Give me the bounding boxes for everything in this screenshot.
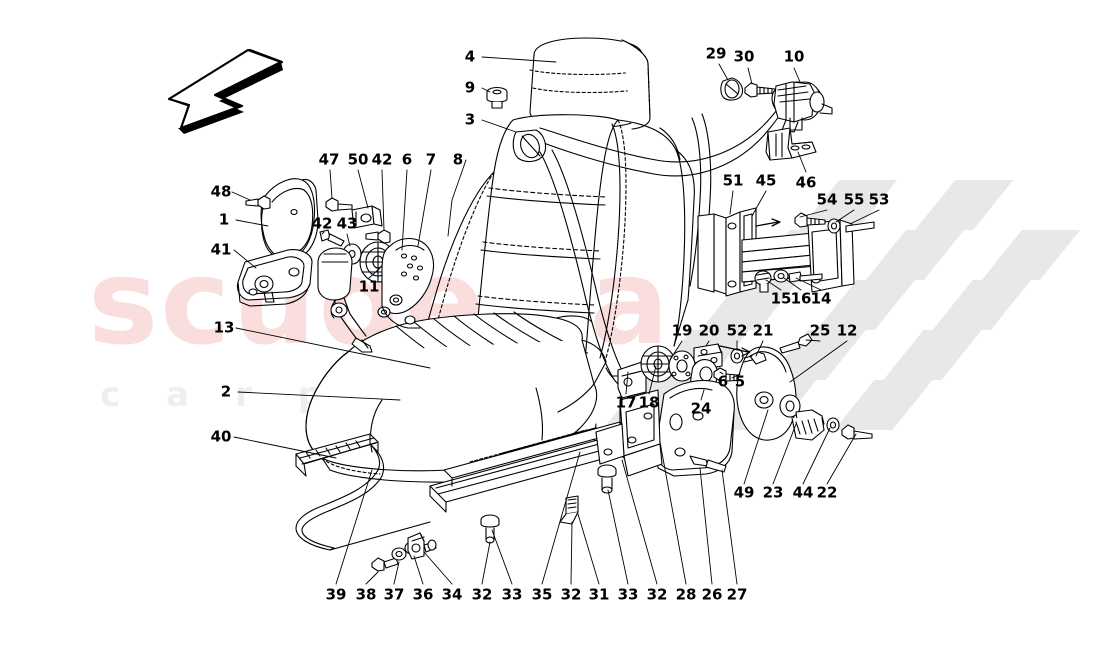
callout-number: 40 bbox=[210, 427, 232, 446]
callout-number: 22 bbox=[816, 483, 838, 502]
rail-fastener-16 bbox=[774, 270, 788, 282]
recliner-hinge-plate-41 bbox=[237, 250, 312, 306]
nut-32-b bbox=[598, 465, 616, 493]
callout-number: 5 bbox=[734, 372, 746, 391]
callout-number: 47 bbox=[318, 150, 340, 169]
rail-fastener-15 bbox=[755, 271, 771, 292]
belt-retractor-10 bbox=[772, 82, 832, 132]
callout-number: 15 bbox=[770, 289, 792, 308]
seat-mounting-plate bbox=[596, 381, 734, 477]
washer-37 bbox=[392, 548, 406, 560]
callout-number: 6 bbox=[401, 150, 413, 169]
seat-runner-assembly bbox=[296, 422, 628, 550]
callout-number: 35 bbox=[531, 585, 553, 604]
callout-number: 26 bbox=[701, 585, 723, 604]
callout-number: 25 bbox=[809, 321, 831, 340]
callout-number: 32 bbox=[471, 585, 493, 604]
callout-number: 2 bbox=[220, 382, 232, 401]
callout-number: 33 bbox=[501, 585, 523, 604]
callout-number: 9 bbox=[464, 78, 476, 97]
screw-25 bbox=[780, 334, 812, 353]
callout-number: 10 bbox=[783, 47, 805, 66]
callout-number: 42 bbox=[371, 150, 393, 169]
callout-number: 32 bbox=[560, 585, 582, 604]
callout-number: 38 bbox=[355, 585, 377, 604]
callout-number: 11 bbox=[358, 277, 380, 296]
bolt-31 bbox=[560, 496, 578, 524]
callout-number: 18 bbox=[638, 393, 660, 412]
bolt-54 bbox=[795, 213, 825, 227]
callout-number: 55 bbox=[843, 190, 865, 209]
callout-number: 34 bbox=[441, 585, 463, 604]
callout-number: 36 bbox=[412, 585, 434, 604]
callout-number: 16 bbox=[790, 289, 812, 308]
callout-number: 39 bbox=[325, 585, 347, 604]
callout-number: 23 bbox=[762, 483, 784, 502]
callout-number: 13 bbox=[213, 318, 235, 337]
callout-number: 51 bbox=[722, 171, 744, 190]
callout-number: 28 bbox=[675, 585, 697, 604]
bolt-33-a bbox=[486, 528, 494, 543]
callout-number: 14 bbox=[810, 289, 832, 308]
clip-50 bbox=[352, 206, 382, 228]
washer-55 bbox=[828, 219, 840, 233]
callout-number: 32 bbox=[646, 585, 668, 604]
callout-number: 12 bbox=[836, 321, 858, 340]
callout-number: 45 bbox=[755, 171, 777, 190]
callout-number: 46 bbox=[795, 173, 817, 192]
callout-number: 29 bbox=[705, 44, 727, 63]
headrest-bush-9 bbox=[487, 88, 507, 109]
callout-number: 54 bbox=[816, 190, 838, 209]
callout-number: 41 bbox=[210, 240, 232, 259]
callout-number: 21 bbox=[752, 321, 774, 340]
seat-backrest bbox=[420, 115, 694, 360]
rear-bracket-53 bbox=[808, 220, 874, 292]
recliner-handle-23 bbox=[780, 395, 872, 440]
seat-cushion bbox=[306, 312, 606, 482]
callout-number: 24 bbox=[690, 399, 712, 418]
callout-number: 6 bbox=[717, 372, 729, 391]
callout-number: 31 bbox=[588, 585, 610, 604]
callout-number: 7 bbox=[425, 150, 437, 169]
seat-belt-buckle bbox=[318, 248, 372, 352]
callout-number: 8 bbox=[452, 150, 464, 169]
recliner-arm-7 bbox=[378, 239, 434, 328]
callout-number: 53 bbox=[868, 190, 890, 209]
callout-number: 48 bbox=[210, 182, 232, 201]
belt-bracket-46 bbox=[766, 128, 816, 160]
callout-number: 37 bbox=[383, 585, 405, 604]
front-direction-arrow bbox=[169, 50, 283, 134]
side-trim-cover-1 bbox=[261, 179, 318, 260]
callout-number: 49 bbox=[733, 483, 755, 502]
bolt-48 bbox=[246, 196, 270, 209]
callout-number: 30 bbox=[733, 47, 755, 66]
leader-lines bbox=[232, 57, 879, 584]
callout-number: 42 bbox=[311, 214, 333, 233]
bracket-34 bbox=[408, 533, 436, 559]
callout-number: 33 bbox=[617, 585, 639, 604]
nut-32-a bbox=[481, 515, 499, 527]
callout-number: 4 bbox=[464, 47, 476, 66]
callout-number: 52 bbox=[726, 321, 748, 340]
recliner-mechanism-cluster bbox=[618, 344, 775, 398]
bolt-47 bbox=[326, 198, 352, 211]
callout-number: 1 bbox=[218, 210, 230, 229]
callout-number: 50 bbox=[347, 150, 369, 169]
callout-number: 19 bbox=[671, 321, 693, 340]
pin-42-upper bbox=[366, 230, 390, 243]
bolt-38 bbox=[372, 558, 398, 571]
bolt-30 bbox=[745, 83, 775, 97]
belt-anchor-bush-29 bbox=[721, 78, 743, 100]
callout-number: 44 bbox=[792, 483, 814, 502]
callout-number: 20 bbox=[698, 321, 720, 340]
pin-42-lower bbox=[320, 230, 344, 246]
callout-number: 43 bbox=[336, 214, 358, 233]
callout-number: 27 bbox=[726, 585, 748, 604]
callout-number: 17 bbox=[615, 393, 637, 412]
recliner-cover-12 bbox=[720, 346, 796, 440]
callout-number: 3 bbox=[464, 110, 476, 129]
